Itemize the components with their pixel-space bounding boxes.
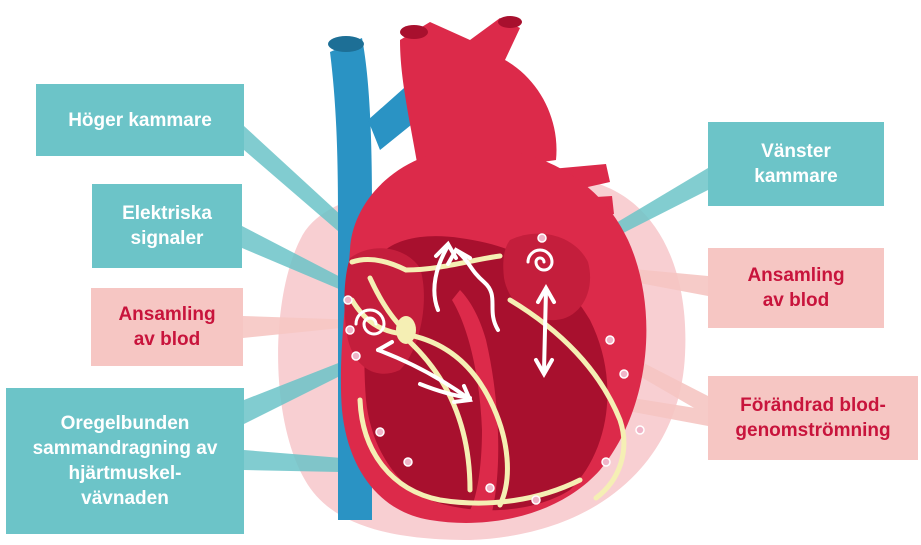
spark-dot	[376, 428, 384, 436]
spark-dot	[404, 458, 412, 466]
aorta-opening-2	[498, 16, 522, 28]
spark-dot	[344, 296, 352, 304]
spark-dot	[636, 426, 644, 434]
spark-dot	[602, 458, 610, 466]
label-vanster-kammare: Vänster kammare	[708, 122, 884, 206]
label-ansamling-av-blod-right: Ansamling av blod	[708, 248, 884, 328]
label-elektriska-signaler: Elektriska signaler	[92, 184, 242, 268]
spark-dot	[606, 336, 614, 344]
spark-dot	[346, 326, 354, 334]
flow-arrow-vertical	[544, 290, 546, 370]
label-forandrad-blodgenomstromning: Förändrad blod- genomströmning	[708, 376, 918, 460]
av-node	[396, 316, 416, 344]
spark-dot	[532, 496, 540, 504]
spark-dot	[486, 484, 494, 492]
label-hoger-kammare: Höger kammare	[36, 84, 244, 156]
aorta-opening-1	[400, 25, 428, 39]
label-oregelbunden-sammandragning: Oregelbunden sammandragning av hjärtmusk…	[6, 388, 244, 534]
spark-dot	[352, 352, 360, 360]
spark-dot	[620, 370, 628, 378]
spark-dot	[538, 234, 546, 242]
label-ansamling-av-blod-left: Ansamling av blod	[91, 288, 243, 366]
vena-cava-top	[328, 36, 364, 52]
